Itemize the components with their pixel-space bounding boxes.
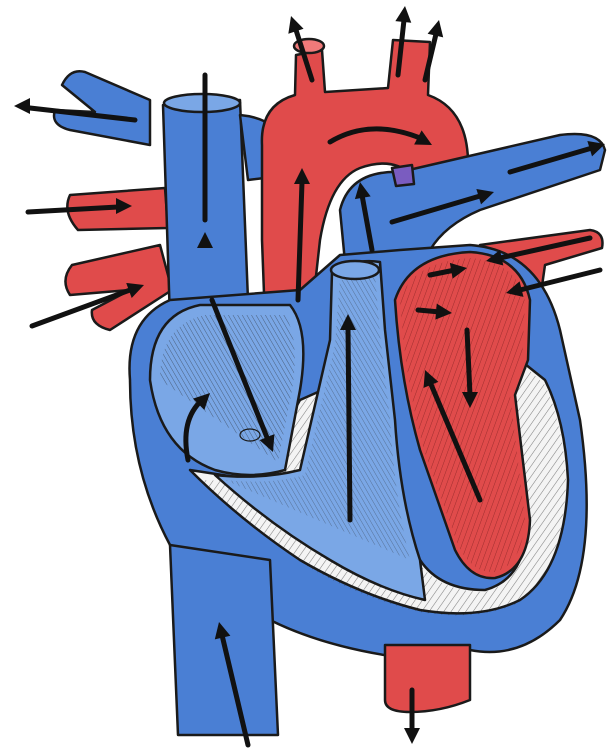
- descending-aorta: [385, 645, 470, 712]
- superior-vessel-branches: [54, 71, 150, 145]
